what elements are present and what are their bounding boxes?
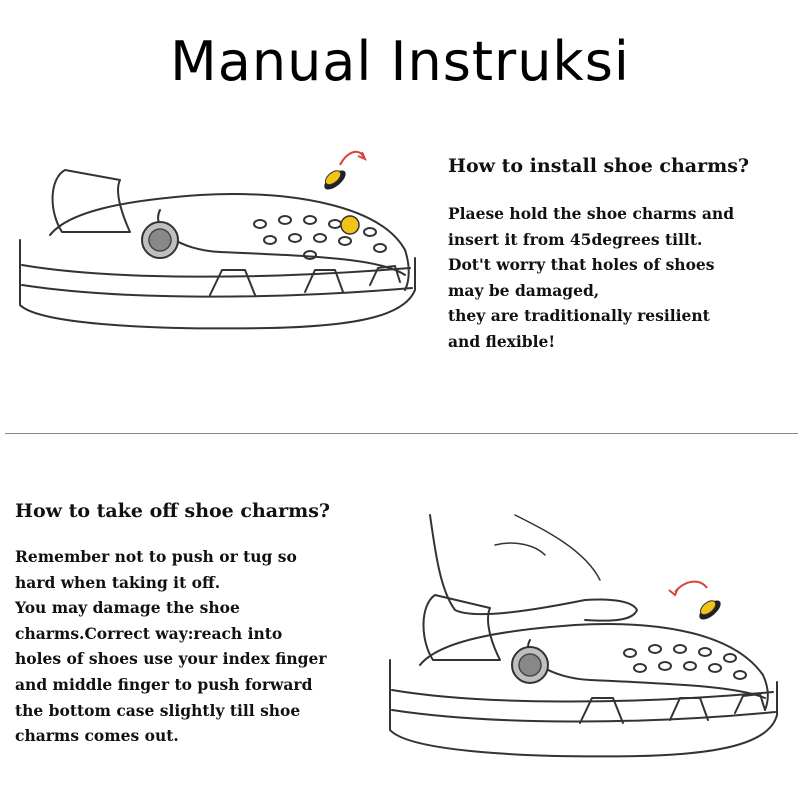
remove-line: You may damage the shoe xyxy=(15,598,240,618)
remove-line: charms comes out. xyxy=(15,726,179,746)
remove-line: Remember not to push or tug so xyxy=(15,547,297,566)
remove-line: holes of shoes use your index finger xyxy=(15,649,327,669)
install-line: insert it from 45degrees tillt. xyxy=(448,229,703,249)
install-line: and flexible! xyxy=(448,331,556,351)
install-line: Plaese hold the shoe charms and xyxy=(448,204,735,223)
install-heading: How to install shoe charms? xyxy=(448,155,750,177)
clog-remove-illustration xyxy=(389,514,778,758)
install-line: Dot't worry that holes of shoes xyxy=(448,255,715,275)
section-divider xyxy=(5,433,798,434)
install-line: may be damaged, xyxy=(448,280,600,300)
remove-instructions: Remember not to push or tug so hard when… xyxy=(15,544,327,749)
remove-line: and middle finger to push forward xyxy=(15,674,313,694)
remove-line: the bottom case slightly till shoe xyxy=(15,700,301,720)
install-line: they are traditionally resilient xyxy=(448,306,710,326)
install-instructions: Plaese hold the shoe charms and insert i… xyxy=(448,201,734,355)
remove-line: charms.Correct way:reach into xyxy=(15,623,283,643)
clog-install-illustration xyxy=(19,150,416,330)
page-title: Manual Instruksi xyxy=(170,30,630,93)
remove-line: hard when taking it off. xyxy=(15,572,221,592)
remove-heading: How to take off shoe charms? xyxy=(15,500,331,522)
